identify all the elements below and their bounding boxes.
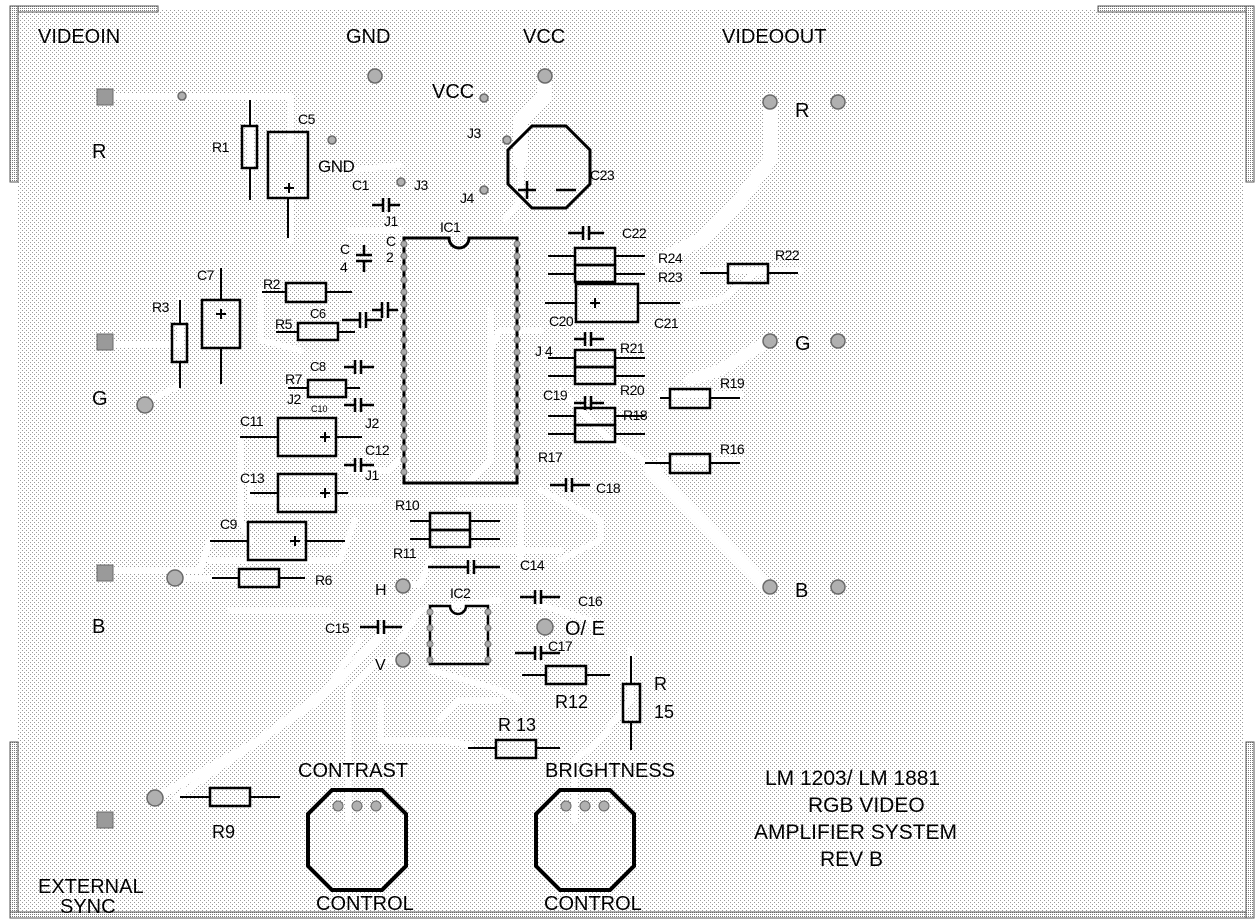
connector-pads	[96, 88, 114, 829]
r16-label: R16	[720, 441, 745, 457]
r15-label-b: 15	[654, 702, 674, 722]
c23-body	[506, 124, 592, 210]
v-label: V	[375, 657, 386, 674]
ic1-package	[402, 236, 519, 485]
r12-label: R12	[555, 692, 588, 712]
j4-label-a: J4	[460, 190, 475, 206]
title-line-2: RGB VIDEO	[808, 794, 925, 817]
j3-label-a: J3	[467, 125, 482, 141]
r11-label: R11	[393, 545, 417, 561]
r13-label: R 13	[498, 715, 536, 735]
c23-polarity	[518, 181, 576, 199]
j4-label-b: J 4	[535, 343, 553, 359]
contrast-label: CONTRAST	[298, 760, 408, 782]
title-line-4: REV B	[820, 848, 883, 871]
title-line-3: AMPLIFIER SYSTEM	[754, 821, 957, 844]
input-b-label: B	[92, 616, 105, 638]
r21-label: R21	[620, 340, 645, 356]
brightness-control-label: CONTROL	[544, 893, 642, 915]
c23-label: C23	[590, 167, 615, 183]
video-in-label: VIDEOIN	[38, 26, 120, 48]
c10-label: C10	[311, 404, 328, 414]
external-sync-label-line2: SYNC	[60, 896, 116, 918]
r10-label: R10	[395, 497, 420, 513]
input-r-label: R	[92, 141, 106, 163]
r18-label: R18	[623, 407, 648, 423]
traces	[102, 71, 803, 823]
round-pads	[136, 68, 846, 807]
c2-label-a: C	[386, 233, 396, 249]
c6-label: C6	[310, 306, 326, 321]
c12-label: C12	[365, 442, 390, 458]
c14-label: C14	[520, 557, 545, 573]
electrolytic-leads	[210, 198, 680, 542]
board-frame	[9, 5, 1255, 919]
r6-label: R6	[315, 572, 333, 588]
c18-label: C18	[596, 480, 621, 496]
c5-label: C5	[298, 111, 316, 127]
c2-label-b: 2	[386, 249, 394, 265]
ic1-pins	[400, 240, 521, 476]
c20-label: C20	[549, 313, 574, 329]
c4-label-a: C	[340, 241, 350, 257]
c4-label-b: 4	[340, 259, 348, 275]
r1-label: R1	[212, 139, 230, 155]
c19-label: C19	[543, 387, 568, 403]
r7-label: R7	[285, 371, 303, 387]
r24-label: R24	[658, 250, 683, 266]
c1-label: C1	[352, 177, 370, 193]
j1-label-b: J1	[365, 467, 380, 483]
contrast-control-label: CONTROL	[316, 893, 414, 915]
c16-label: C16	[578, 593, 603, 609]
output-r-label: R	[795, 100, 809, 122]
ic2-package	[428, 604, 490, 666]
c8-label: C8	[310, 359, 326, 374]
j1-label-a: J1	[384, 213, 399, 229]
r2-label: R2	[263, 276, 281, 292]
r19-label: R19	[720, 375, 745, 391]
j3-label-b: J3	[414, 177, 429, 193]
potentiometer-pins	[332, 800, 610, 812]
c13-label: C13	[240, 470, 265, 486]
vcc-pad-label: VCC	[432, 81, 474, 103]
r9-label: R9	[212, 822, 235, 842]
r23-label: R23	[658, 269, 683, 285]
c21-label: C21	[654, 315, 679, 331]
ic2-label: IC2	[450, 585, 471, 601]
r15-label-a: R	[654, 674, 667, 694]
title-line-1: LM 1203/ LM 1881	[765, 767, 940, 790]
h-label: H	[375, 582, 386, 599]
ic2-pins	[426, 608, 492, 664]
cap-plus-signs	[216, 183, 600, 546]
input-g-label: G	[92, 388, 108, 410]
r17-label: R17	[538, 449, 563, 465]
output-b-label: B	[795, 580, 808, 602]
c15-label: C15	[325, 620, 350, 636]
j2-label-a: J2	[287, 391, 302, 407]
c9-label: C9	[220, 516, 238, 532]
c17-label: C17	[548, 638, 573, 654]
output-g-label: G	[795, 333, 811, 355]
r5-label: R5	[275, 316, 293, 332]
video-out-label: VIDEOOUT	[722, 26, 826, 48]
c7-label: C7	[197, 267, 215, 283]
ceramic-capacitors	[342, 198, 604, 660]
c22-label: C22	[622, 225, 647, 241]
gnd-pad-label: GND	[318, 157, 355, 176]
gnd-connector-label: GND	[346, 26, 390, 48]
c11-label: C11	[240, 413, 264, 429]
brightness-label: BRIGHTNESS	[545, 760, 675, 782]
j2-label-b: J2	[365, 415, 380, 431]
r3-label: R3	[152, 299, 170, 315]
r20-label: R20	[620, 382, 645, 398]
oe-label: O/ E	[565, 618, 605, 640]
r22-label: R22	[775, 247, 800, 263]
external-sync-label-line1: EXTERNAL	[38, 876, 144, 898]
potentiometer-outlines	[306, 788, 636, 892]
resistor-leads	[179, 100, 798, 798]
vcc-connector-label: VCC	[523, 26, 565, 48]
ic1-label: IC1	[440, 219, 461, 235]
